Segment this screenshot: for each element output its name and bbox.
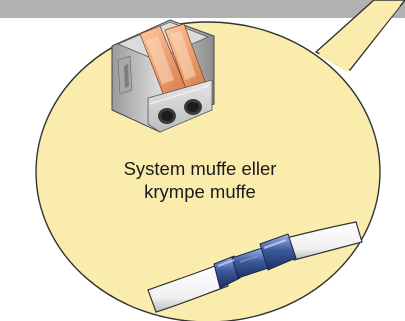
caption-line-2: krympe muffe xyxy=(95,180,305,203)
caption-line-1: System muffe eller xyxy=(95,157,305,180)
caption: System muffe eller krympe muffe xyxy=(95,157,305,203)
lever-wire-connector-icon xyxy=(112,20,214,132)
top-band xyxy=(0,0,405,18)
